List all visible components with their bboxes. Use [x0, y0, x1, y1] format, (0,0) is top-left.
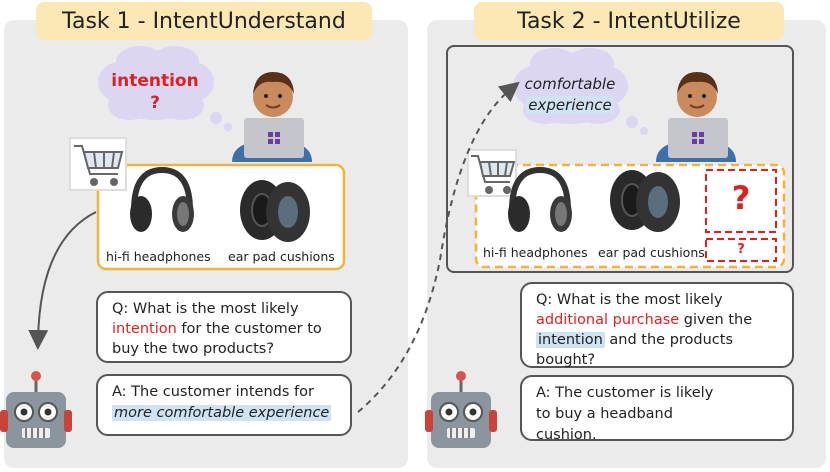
flow-arrow-dashed — [357, 81, 520, 413]
product-label-headphones-right: hi-fi headphones — [483, 245, 588, 260]
flow-arrow-left — [28, 211, 97, 350]
unknown-product-box-large — [705, 169, 777, 233]
question2-suffix: and the products bought? — [536, 332, 734, 368]
robot-icon-right — [425, 371, 497, 448]
question2-intention: intention — [536, 332, 605, 348]
question2-mid: given the — [679, 312, 753, 328]
question2-additional-purchase: additional purchase — [536, 312, 680, 328]
unknown-product-mark-small: ? — [737, 242, 745, 257]
thought-comfortable: comfortable — [524, 75, 616, 93]
shopping-cart-icon-right — [467, 149, 517, 197]
task2-scene-frame — [446, 45, 794, 273]
question-box-right: Q: What is the most likely additional pu… — [520, 282, 794, 368]
question-intention-word: intention — [112, 321, 177, 337]
customer-avatar-left — [232, 72, 312, 162]
question-prefix: Q: What is the most likely — [112, 301, 299, 317]
unknown-product-mark-large: ? — [731, 179, 751, 217]
robot-icon-left — [0, 371, 72, 448]
question-box-left: Q: What is the most likely intention for… — [96, 291, 352, 363]
answer-highlight: more comfortable experience — [112, 405, 332, 421]
question2-prefix: Q: What is the most likely — [536, 292, 723, 308]
answer2-text: A: The customer is likely to buy a headb… — [536, 385, 714, 443]
ear-pad-cushions-icon-right — [610, 170, 680, 232]
thought-text-right: comfortable experience — [515, 74, 625, 116]
headphones-icon — [130, 166, 194, 232]
thought-text-left: intention ? — [105, 70, 205, 114]
answer-prefix: A: The customer intends for — [112, 384, 314, 400]
thought-intention-label: intention — [111, 71, 199, 91]
headphones-icon-right — [508, 166, 572, 232]
answer-box-left: A: The customer intends for more comfort… — [96, 374, 352, 436]
product-label-headphones: hi-fi headphones — [106, 249, 211, 264]
shopping-cart-icon — [69, 137, 127, 191]
thought-experience: experience — [526, 96, 614, 114]
question-suffix: for the customer to buy the two products… — [112, 321, 322, 357]
ear-pad-cushions-icon — [240, 180, 310, 242]
thought-cloud-left — [98, 46, 232, 131]
product-label-ear-pads-right: ear pad cushions — [598, 245, 705, 260]
unknown-product-box-small — [705, 238, 777, 262]
task1-title: Task 1 - IntentUnderstand — [36, 2, 372, 40]
answer-highlight-row: more comfortable experience — [112, 403, 336, 424]
customer-avatar-right — [656, 72, 736, 162]
answer-box-right: A: The customer is likely to buy a headb… — [520, 375, 794, 443]
product-label-ear-pads: ear pad cushions — [228, 249, 335, 264]
thought-question-mark: ? — [150, 93, 160, 113]
task2-title: Task 2 - IntentUtilize — [474, 2, 784, 40]
